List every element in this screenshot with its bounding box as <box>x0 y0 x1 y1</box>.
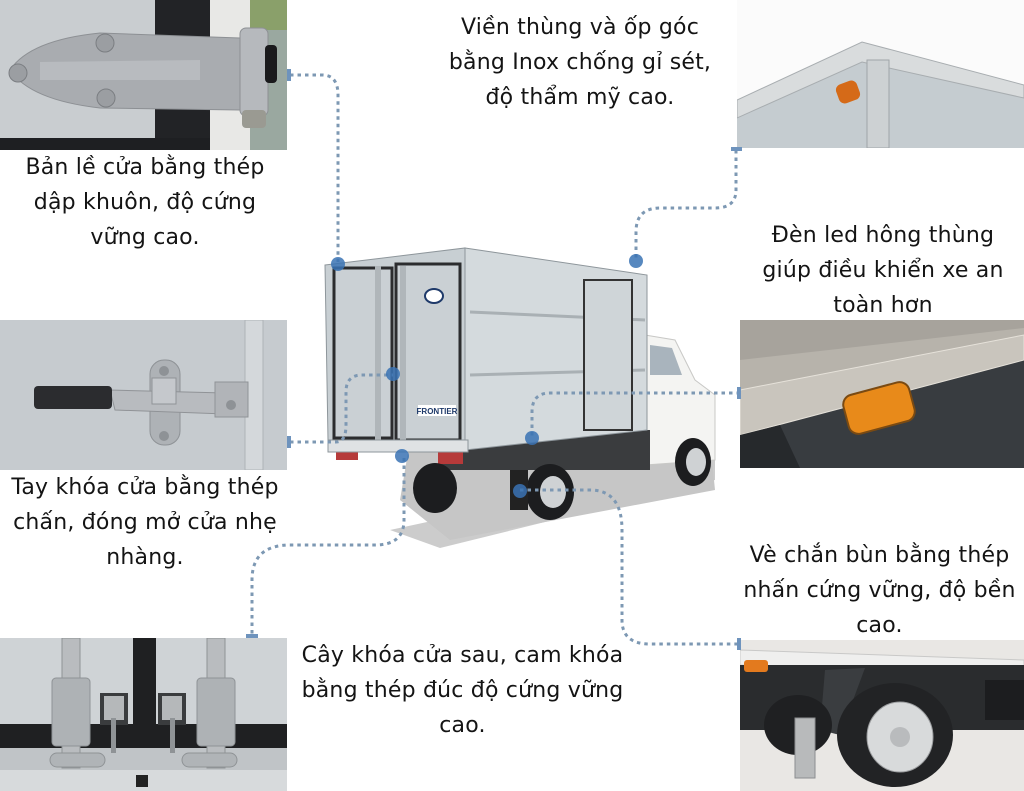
caption-line: độ thẩm mỹ cao. <box>485 85 675 110</box>
caption-hinge: Bản lề cửa bằng thép dập khuôn, độ cứng … <box>0 150 290 255</box>
caption-line: vững cao. <box>90 225 200 250</box>
caption-line: Bản lề cửa bằng thép <box>25 155 265 180</box>
caption-line: bằng Inox chống gỉ sét, <box>448 50 712 75</box>
caption-line: nhấn cứng vững, độ bền <box>743 578 1016 603</box>
mudguard-wheel-photo <box>740 640 1024 791</box>
box-corner-trim-photo <box>737 0 1024 148</box>
truck-brand-label: FRONTIER <box>417 407 458 416</box>
caption-led: Đèn led hông thùng giúp điều khiển xe an… <box>742 218 1024 323</box>
box-truck-illustration: FRONTIER <box>320 240 720 550</box>
door-lock-handle-photo <box>0 320 287 470</box>
caption-line: toàn hơn <box>833 293 933 318</box>
caption-line: chấn, đóng mở cửa nhẹ <box>13 510 277 535</box>
door-hinge-photo <box>0 0 287 150</box>
caption-line: cao. <box>439 713 486 738</box>
caption-frame: Viền thùng và ốp góc bằng Inox chống gỉ … <box>425 10 735 115</box>
caption-mudguard: Vè chắn bùn bằng thép nhấn cứng vững, độ… <box>735 538 1024 643</box>
caption-line: cao. <box>856 613 903 638</box>
caption-line: giúp điều khiển xe an <box>762 258 1004 283</box>
caption-line: Viền thùng và ốp góc <box>461 15 699 40</box>
caption-line: Đèn led hông thùng <box>771 223 995 248</box>
caption-line: dập khuôn, độ cứng <box>33 190 257 215</box>
caption-line: Vè chắn bùn bằng thép <box>749 543 1010 568</box>
side-led-light-photo <box>740 320 1024 468</box>
caption-line: Tay khóa cửa bằng thép <box>11 475 279 500</box>
caption-line: bằng thép đúc độ cứng vững <box>301 678 624 703</box>
caption-rear-lock: Cây khóa cửa sau, cam khóa bằng thép đúc… <box>290 638 635 743</box>
caption-line: Cây khóa cửa sau, cam khóa <box>301 643 624 668</box>
caption-line: nhàng. <box>106 545 184 570</box>
caption-handle: Tay khóa cửa bằng thép chấn, đóng mở cửa… <box>0 470 290 575</box>
rear-door-lock-bars-photo <box>0 638 287 791</box>
